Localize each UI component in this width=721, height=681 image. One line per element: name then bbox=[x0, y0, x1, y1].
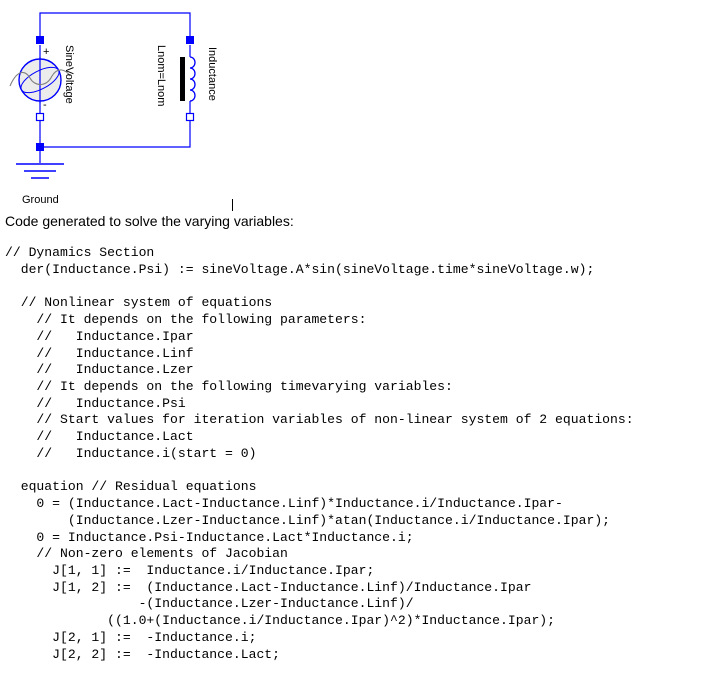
code-line-12: // Inductance.Lact bbox=[5, 429, 194, 444]
code-line-10: // Inductance.Psi bbox=[5, 396, 186, 411]
inductance-label: Inductance bbox=[206, 47, 218, 101]
terminal-source-positive[interactable] bbox=[36, 36, 44, 44]
terminals bbox=[35, 36, 195, 151]
plus-label: + bbox=[43, 46, 49, 58]
code-line-11: // Start values for iteration variables … bbox=[5, 412, 634, 427]
code-line-24: J[2, 1] := -Inductance.i; bbox=[5, 630, 257, 645]
code-line-4: // Nonlinear system of equations bbox=[5, 295, 273, 310]
code-line-22: -(Inductance.Lzer-Inductance.Linf)/ bbox=[5, 596, 414, 611]
code-line-16: 0 = (Inductance.Lact-Inductance.Linf)*In… bbox=[5, 496, 563, 511]
code-line-15: equation // Residual equations bbox=[5, 479, 257, 494]
code-line-25: J[2, 2] := -Inductance.Lact; bbox=[5, 647, 281, 662]
minus-label: - bbox=[43, 99, 47, 111]
terminal-inductor-positive[interactable] bbox=[186, 36, 194, 44]
lnom-label: Lnom=Lnom bbox=[155, 45, 167, 106]
inductor-icon[interactable] bbox=[180, 56, 196, 102]
code-line-21: J[1, 2] := (Inductance.Lact-Inductance.L… bbox=[5, 580, 532, 595]
ground-icon[interactable] bbox=[16, 163, 64, 179]
code-line-17: (Inductance.Lzer-Inductance.Linf)*atan(I… bbox=[5, 513, 611, 528]
code-line-5: // It depends on the following parameter… bbox=[5, 312, 367, 327]
circuit-diagram: + - SineVoltage Lnom=Lnom Inductance Gro… bbox=[9, 12, 218, 206]
wire-bottom bbox=[39, 118, 191, 148]
sine-voltage-label: SineVoltage bbox=[63, 45, 75, 104]
code-caption: Code generated to solve the varying vari… bbox=[5, 213, 294, 229]
code-line-2: der(Inductance.Psi) := sineVoltage.A*sin… bbox=[5, 262, 595, 277]
code-line-18: 0 = Inductance.Psi-Inductance.Lact*Induc… bbox=[5, 530, 414, 545]
code-line-7: // Inductance.Linf bbox=[5, 346, 194, 361]
code-line-9: // It depends on the following timevaryi… bbox=[5, 379, 453, 394]
terminal-ground[interactable] bbox=[36, 143, 44, 151]
code-line-6: // Inductance.Ipar bbox=[5, 329, 194, 344]
code-line-8: // Inductance.Lzer bbox=[5, 362, 194, 377]
code-line-1: // Dynamics Section bbox=[5, 245, 155, 260]
sine-voltage-icon[interactable]: + - bbox=[9, 46, 71, 111]
code-line-20: J[1, 1] := Inductance.i/Inductance.Ipar; bbox=[5, 563, 375, 578]
terminal-inductor-negative[interactable] bbox=[185, 112, 195, 122]
terminal-source-negative[interactable] bbox=[35, 112, 45, 122]
ground-label: Ground bbox=[22, 194, 59, 206]
code-line-19: // Non-zero elements of Jacobian bbox=[5, 546, 288, 561]
wire-top bbox=[39, 12, 191, 40]
code-line-13: // Inductance.i(start = 0) bbox=[5, 446, 257, 461]
text-cursor bbox=[232, 199, 233, 211]
code-line-23: ((1.0+(Inductance.i/Inductance.Ipar)^2)*… bbox=[5, 613, 556, 628]
